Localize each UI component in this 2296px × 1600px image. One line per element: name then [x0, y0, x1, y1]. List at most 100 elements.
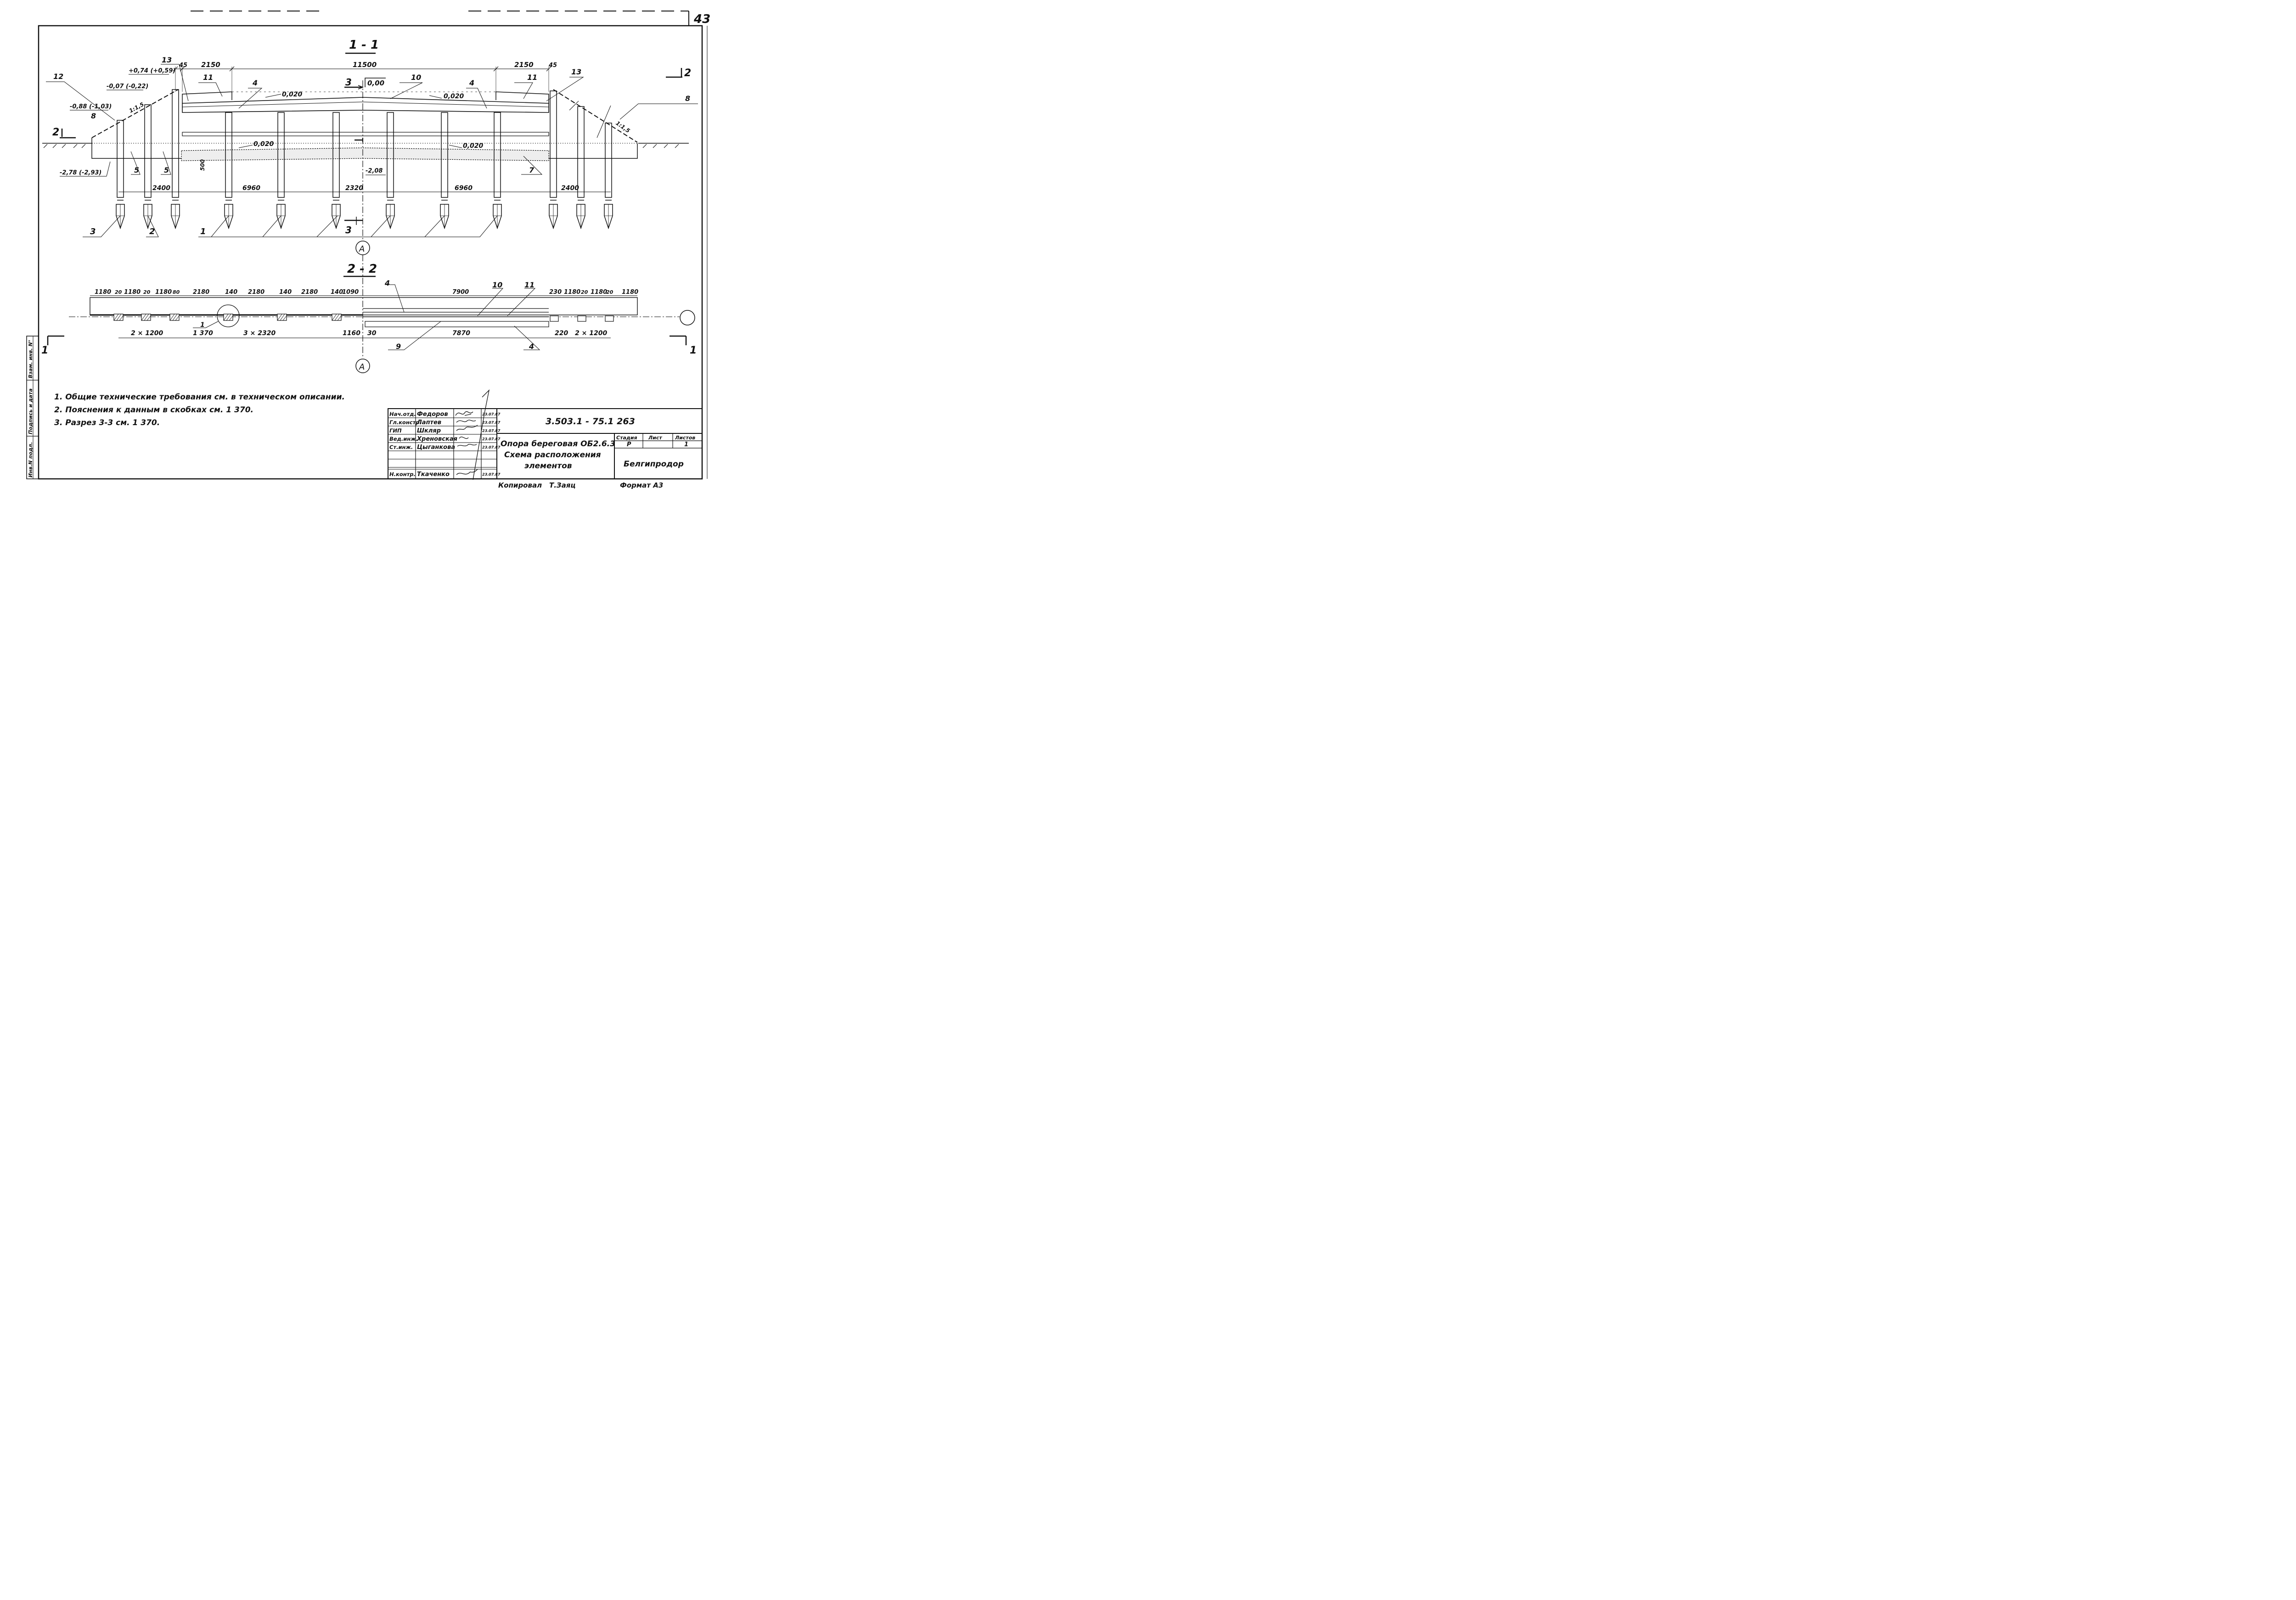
callout-13-right: 13 [571, 67, 581, 76]
dim-top-45-right: 45 [548, 62, 557, 69]
stage-header: Стадия [616, 435, 637, 441]
callout2-4-bottom: 4 [529, 342, 534, 351]
organization: Белгипродор [624, 460, 684, 469]
dim2-bottom-5: 7870 [452, 330, 470, 337]
dim2-top-left-12: 1090 [342, 289, 359, 296]
dim-bottom-6960-right: 6960 [455, 185, 473, 192]
plan-pile-cap [113, 314, 124, 321]
pile [386, 112, 395, 230]
note-1: 1. Общие технические требования см. в те… [54, 393, 345, 402]
note-3: 3. Разрез 3-3 см. 1 370. [54, 418, 160, 427]
elev-left-4: -2,78 (-2,93) [60, 169, 101, 176]
plan-pile-cap [169, 314, 180, 321]
role-title: ГИП [389, 427, 402, 434]
callout-12: 12 [53, 72, 63, 81]
dim2-bottom-7: 2 × 1200 [575, 330, 607, 337]
callout-5-right: 5 [164, 166, 169, 174]
elev-center-bottom: -2,08 [366, 168, 383, 174]
dim-top-11500: 11500 [353, 61, 377, 69]
dim2-top-right-2: 1180 [564, 289, 580, 296]
section-1-1: 1 - 1 A 45 [42, 38, 698, 358]
callout-11-left: 11 [203, 73, 213, 82]
copied-label: Копировал [498, 481, 542, 489]
callout-8-right: 8 [685, 94, 690, 103]
sheets-value: 1 [684, 441, 688, 448]
callout-2: 2 [149, 227, 155, 236]
callout-8-left: 8 [91, 112, 96, 120]
plan-pile-cap [577, 315, 586, 322]
callout-11-right: 11 [527, 73, 537, 82]
dim2-bottom-6: 220 [555, 330, 568, 337]
dim2-top-right-4: 1180 [591, 289, 607, 296]
pile [493, 112, 502, 230]
plan-pile-cap [332, 314, 342, 321]
dim2-top-left-5: 80 [173, 289, 180, 295]
sheets-header: Листов [675, 435, 695, 441]
dim2-top-left-9: 140 [279, 289, 292, 296]
callout-3: 3 [90, 227, 96, 236]
pile [171, 89, 180, 230]
role-name: Цыганкова [417, 444, 455, 451]
dim-bottom-2400-right: 2400 [561, 185, 579, 192]
title-line-1: Опора береговая ОБ2.6.3 [501, 439, 615, 449]
dim-bottom-6960-left: 6960 [242, 185, 260, 192]
copied-by: Т.Заяц [549, 481, 575, 489]
callout2-4-top: 4 [384, 279, 390, 287]
engineering-drawing: 4 3 1 - 1 A [26, 11, 710, 489]
axis-a-label-1: A [359, 244, 365, 254]
elev-left-2: -0,07 (-0,22) [107, 83, 148, 90]
detail-circle [217, 304, 240, 327]
role-name: Шкляр [417, 427, 441, 434]
section-2-2-title: 2 - 2 [347, 262, 377, 276]
pile [549, 90, 558, 230]
callout-5-left: 5 [134, 166, 139, 174]
role-date: 23.07.87 [482, 421, 501, 425]
elev-left-3: -0,88 (-1,03) [70, 103, 112, 110]
pile [276, 112, 286, 230]
cut-3-bottom: 3 [345, 225, 352, 236]
title-line-2: Схема расположения [504, 450, 601, 460]
cut-2-left: 2 [52, 127, 59, 138]
cut-2-right: 2 [684, 67, 691, 79]
concrete-band [181, 147, 549, 161]
axis-a-marker-2 [355, 359, 370, 373]
role-name: Федоров [417, 411, 448, 418]
elev-left-1: +0,74 (+0,59) [129, 67, 175, 74]
dim-top-2150-right: 2150 [514, 61, 534, 69]
dim2-bottom-1: 1 370 [193, 330, 213, 337]
dim-500: 500 [199, 159, 206, 171]
plan-cap-hatch [332, 314, 342, 321]
section-1-1-title: 1 - 1 [349, 38, 379, 52]
doc-code: 3.503.1 - 75.1 263 [546, 416, 635, 427]
pile [116, 120, 125, 230]
format: Формат А3 [620, 481, 663, 489]
dim2-bottom-0: 2 × 1200 [131, 330, 163, 337]
cut-1-left: 1 [41, 345, 48, 356]
role-name: Хреновская [416, 436, 457, 443]
slope-2: 0,020 [444, 93, 464, 100]
dim2-top-right-3: 20 [581, 289, 588, 295]
dim2-top-left-10: 2180 [301, 289, 318, 296]
callout2-11: 11 [524, 281, 535, 289]
plan-pile-cap [605, 315, 614, 322]
plan-pile-cap [550, 315, 559, 322]
role-date: 23.07.87 [482, 412, 501, 416]
role-title: Ст.инж. [389, 444, 413, 450]
callout-7: 7 [529, 166, 535, 174]
slope-ratio-right: 1:1,5 [614, 120, 631, 134]
slope-3: 0,020 [253, 140, 274, 148]
notes: 1. Общие технические требования см. в те… [54, 393, 345, 427]
dim2-bottom-3: 1160 [343, 330, 360, 337]
pile [604, 123, 613, 230]
callout-4-left: 4 [252, 79, 258, 87]
dim2-bottom-2: 3 × 2320 [243, 330, 276, 337]
dim2-bottom-4: 30 [367, 330, 377, 337]
plan-cap-hatch [141, 314, 151, 321]
slope-4: 0,020 [463, 142, 484, 150]
dim2-top-left-11: 140 [331, 289, 343, 296]
dim2-top-left-2: 1180 [124, 289, 141, 296]
dim-bottom-2400-left: 2400 [152, 185, 170, 192]
dim2-top-left-6: 2180 [193, 289, 209, 296]
dim2-top-left-0: 1180 [95, 289, 111, 296]
